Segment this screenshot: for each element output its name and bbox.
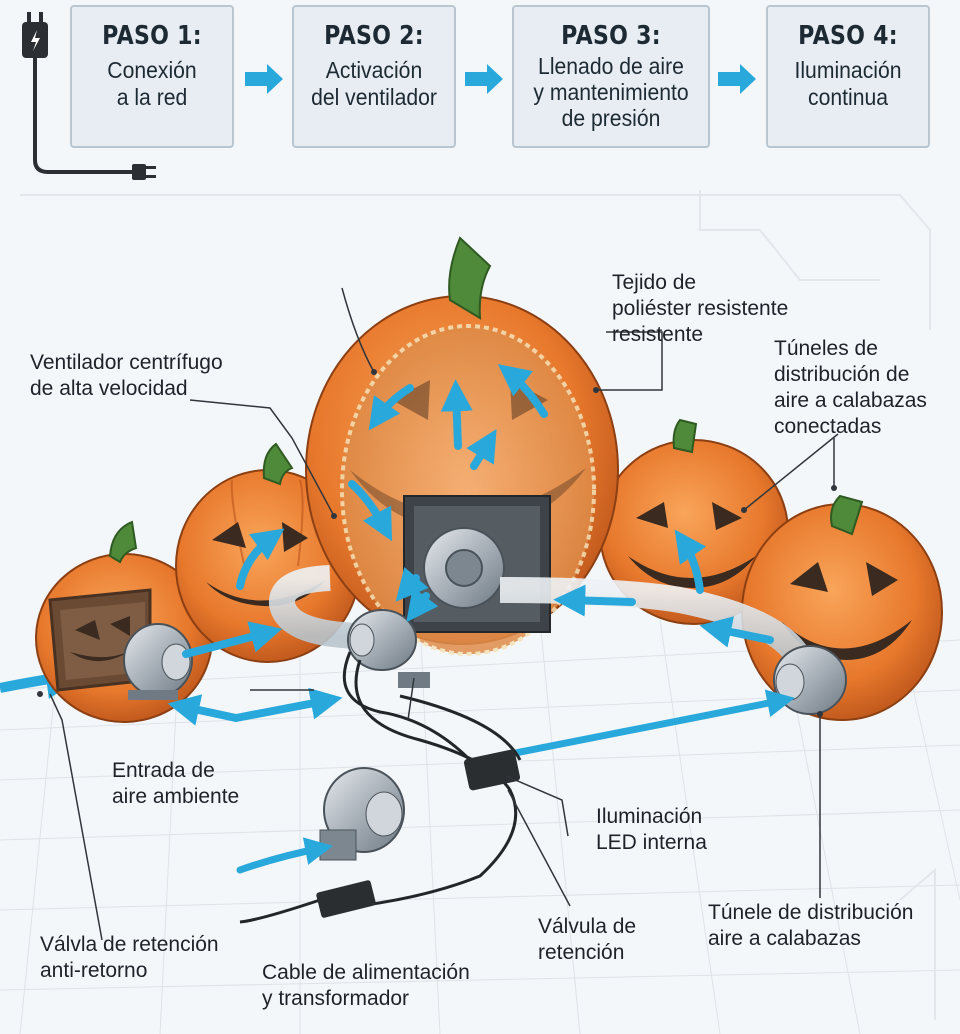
step-3-text: Llenado de aire y mantenimiento de presi… (533, 53, 689, 131)
blower-center (347, 609, 430, 688)
label-led: Iluminación LED interna (596, 805, 707, 854)
airflow-arrows (167, 364, 795, 874)
label-tunnel-single: Túnele de distribución aire a calabazas (708, 901, 914, 950)
blower-small-left (123, 623, 193, 700)
step-arrow-3 (718, 64, 756, 94)
step-1-title: PASO 1: (102, 21, 202, 51)
step-4-title: PASO 4: (798, 21, 898, 51)
step-arrow-2 (465, 64, 503, 94)
blower-external (319, 767, 405, 861)
step-2-text: Activación del ventilador (311, 57, 437, 110)
step-2-title: PASO 2: (324, 21, 424, 51)
step-arrow-1 (245, 64, 283, 94)
step-1: PASO 1: Conexión a la red (70, 5, 234, 148)
step-3: PASO 3: Llenado de aire y mantenimiento … (512, 5, 710, 148)
label-tunnels: Túneles de distribución de aire a calaba… (774, 337, 927, 438)
label-fan: Ventilador centrífugo de alta velocidad (30, 351, 223, 400)
step-2: PASO 2: Activación del ventilador (292, 5, 456, 148)
circuit-lines (20, 190, 936, 1020)
transformer-box (316, 880, 376, 918)
blower-right (773, 645, 847, 715)
label-check-valve-center: Válvula de retención (538, 915, 637, 964)
label-air-intake: Entrada de aire ambiente (112, 759, 240, 808)
power-cables (239, 651, 522, 924)
label-fabric: Tejido de poliéster resistente resistent… (612, 271, 789, 346)
label-power-cable: Cable de alimentación y transformador (262, 961, 470, 1010)
step-3-title: PASO 3: (561, 21, 661, 51)
step-4-text: Iluminación continua (794, 57, 902, 110)
controller-box (463, 749, 521, 791)
leader-lines (49, 287, 839, 941)
label-check-valve-left: Válvla de retención anti-retorno (40, 933, 219, 982)
step-1-text: Conexión a la red (107, 57, 197, 110)
step-4: PASO 4: Iluminación continua (766, 5, 930, 148)
plug-icon (22, 12, 156, 180)
